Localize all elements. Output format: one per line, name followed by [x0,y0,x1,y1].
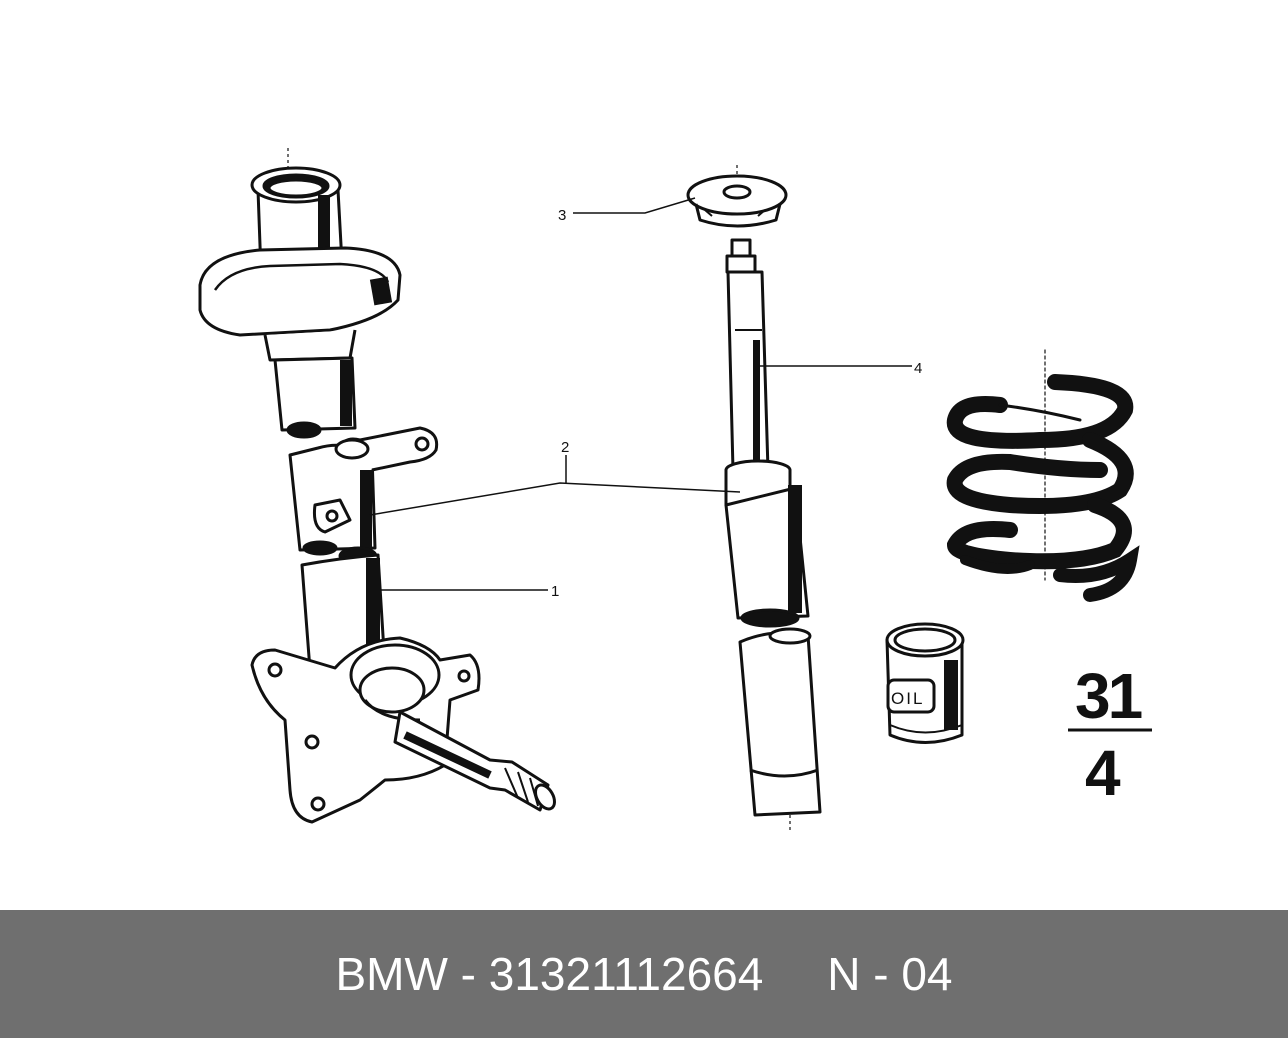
group-number-bottom: 4 [1085,737,1121,809]
strut-lower-tube [300,553,387,672]
shock-absorber [724,238,822,832]
parts-diagram: OIL 1 2 3 4 31 4 [198,148,1152,832]
group-number-top: 31 [1075,660,1142,732]
callout-1: 1 [551,583,559,600]
caption-bar: BMW - 31321112664 N - 04 [0,910,1288,1038]
coil-spring [946,349,1140,602]
callout-3: 3 [558,207,566,224]
callout-4: 4 [914,360,922,377]
oil-can [885,622,965,744]
strut-clamp [288,426,439,566]
strut-housing [198,148,402,439]
steering-knuckle [250,636,556,824]
callout-2: 2 [561,439,569,456]
leader-lines [369,197,912,591]
support-bearing [686,165,788,228]
oil-label: OIL [891,689,924,708]
part-caption: BMW - 31321112664 N - 04 [335,948,953,1000]
